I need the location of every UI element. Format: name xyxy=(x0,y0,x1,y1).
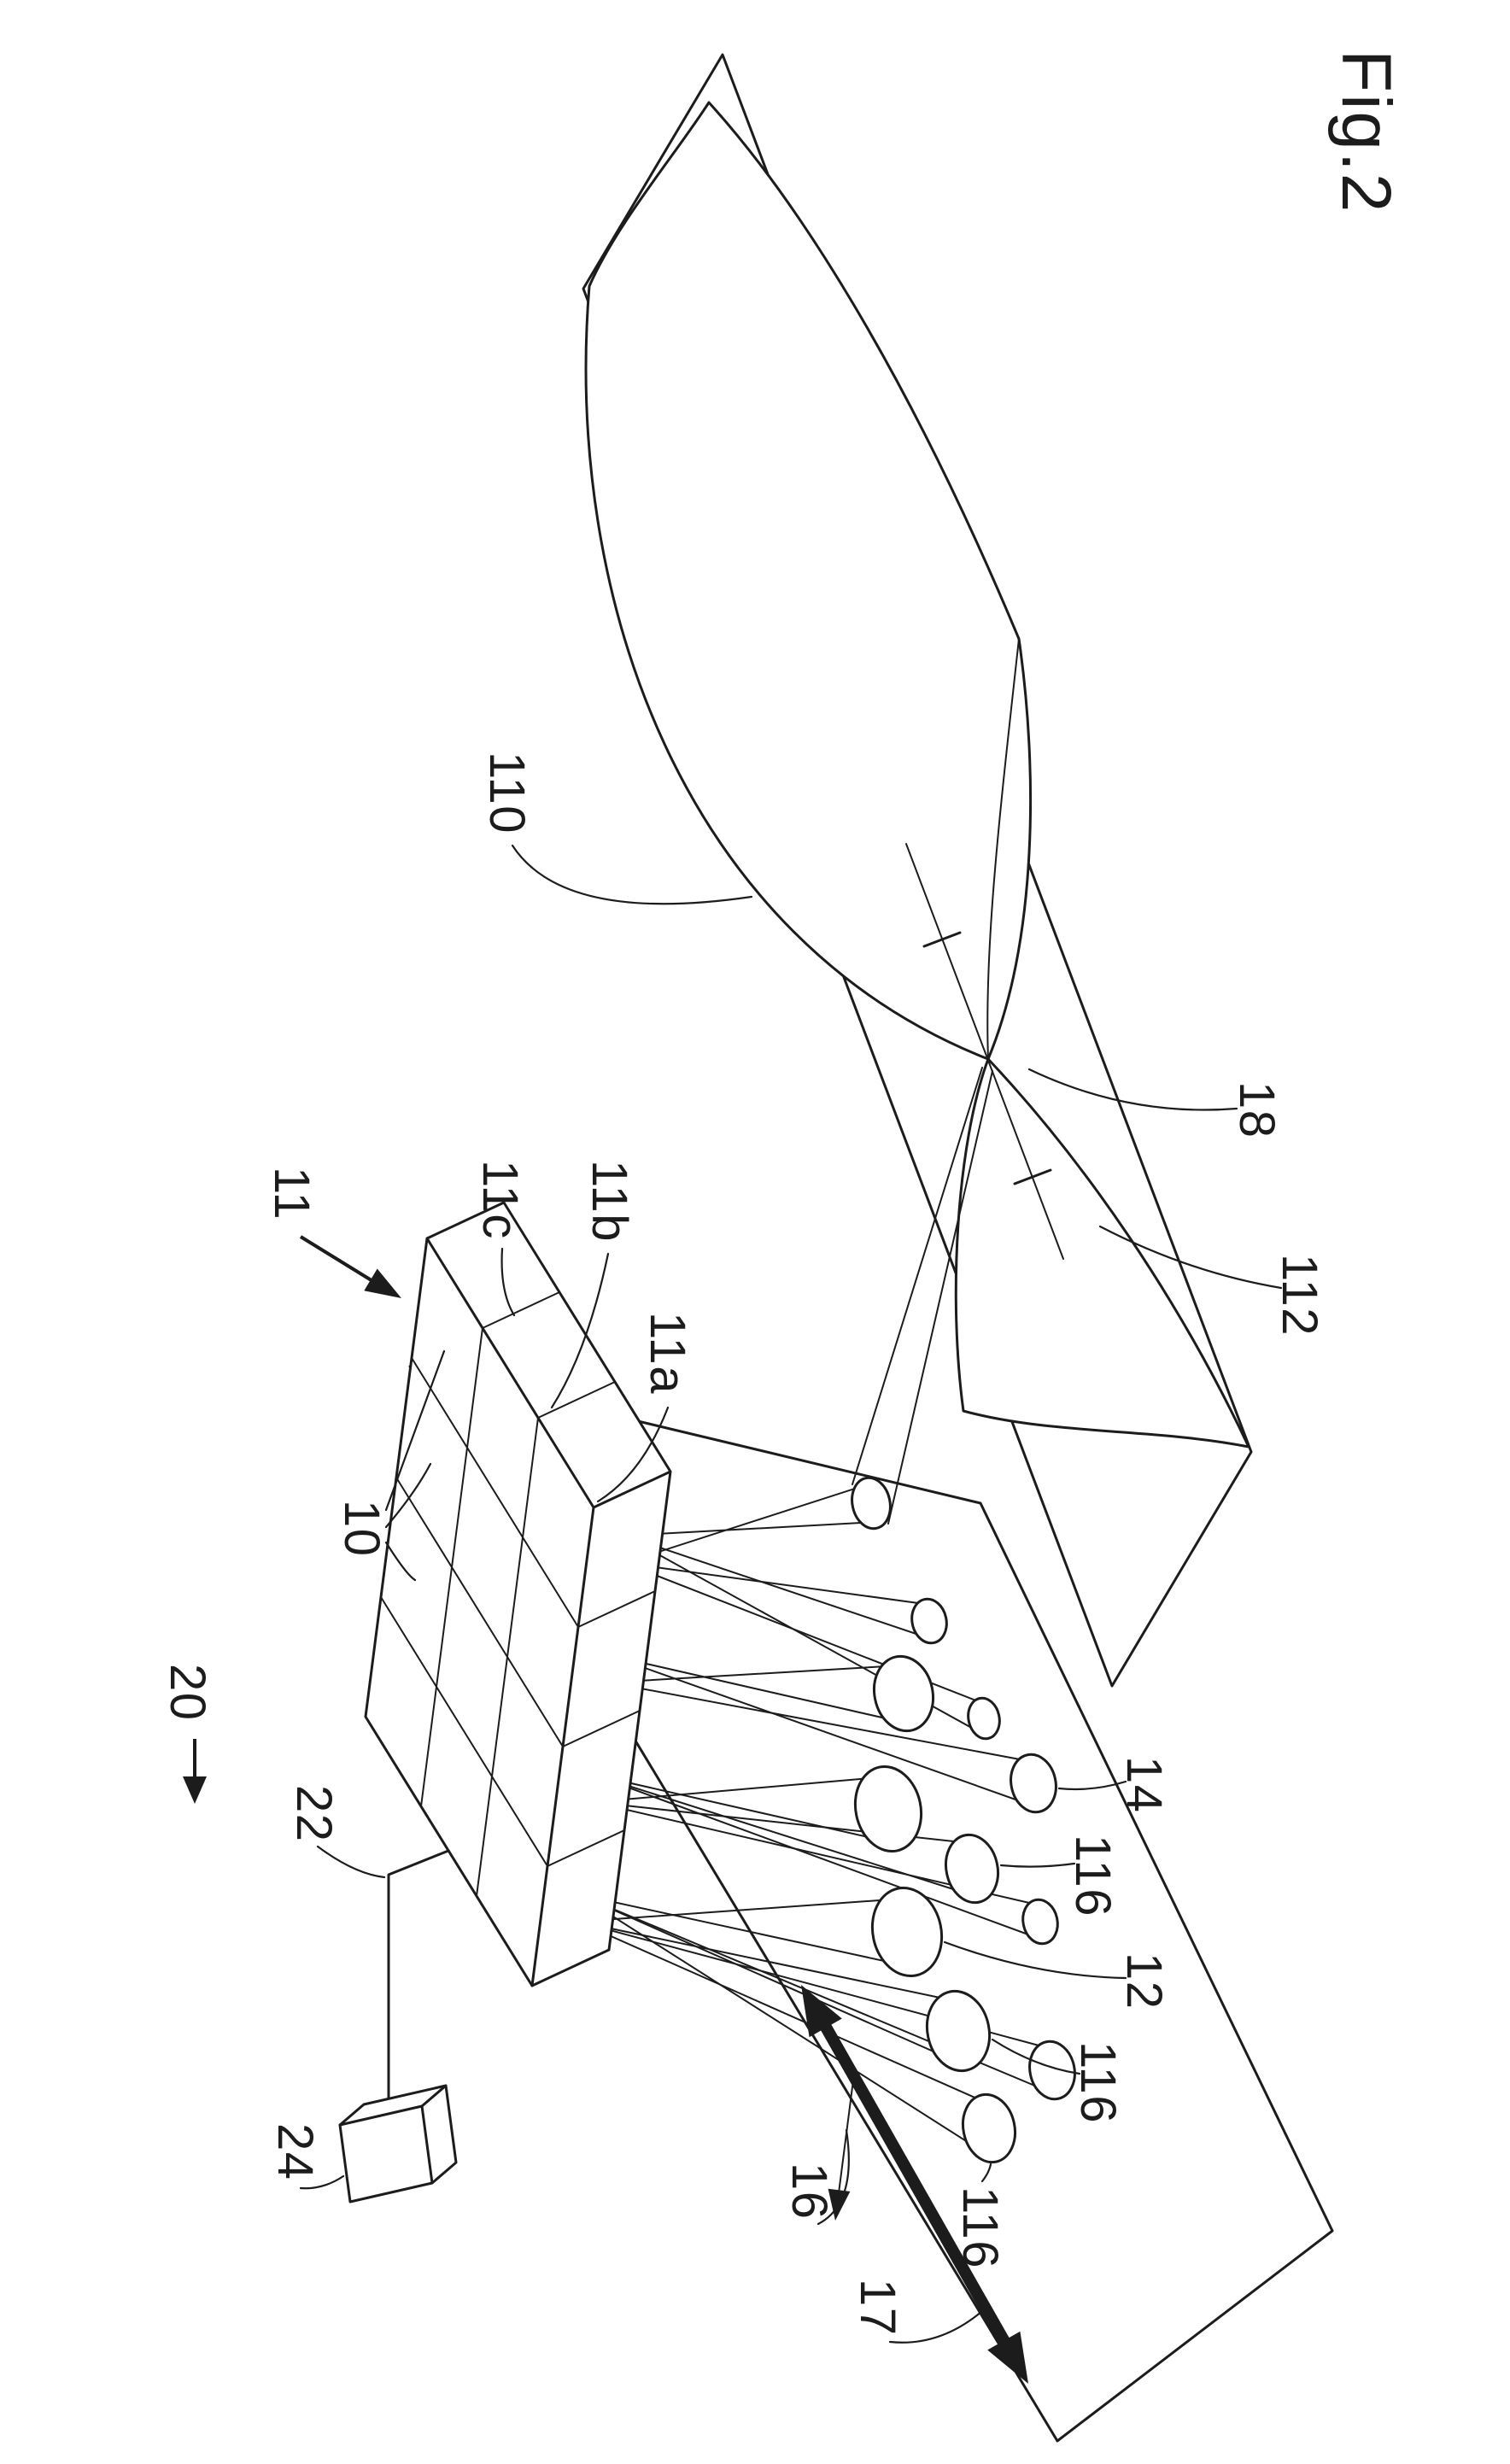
leader-116-top xyxy=(999,1862,1076,1868)
beam-spot-ellipse xyxy=(944,1833,1000,1905)
scan-arrow-17-shaft xyxy=(818,2021,1012,2348)
ref-label-116-top: 116 xyxy=(1065,1835,1121,1917)
beam-spot-ellipse xyxy=(1028,2040,1076,2101)
emitter-array-outline xyxy=(364,1201,672,1987)
leader-11b xyxy=(550,1252,610,1409)
focused-beam-ray xyxy=(852,1067,983,1485)
reference-labels: Fig.2 110 11 11c 11b 11a 10 20 22 24 18 … xyxy=(160,50,1405,2337)
light-ray xyxy=(608,1654,902,1723)
leader-110 xyxy=(511,844,753,905)
arrows xyxy=(183,1235,1028,2384)
ref-label-17: 17 xyxy=(850,2279,905,2337)
emitter-array-11 xyxy=(364,1201,672,1987)
leader-18 xyxy=(1027,1068,1238,1111)
focused-beam-ray xyxy=(887,1070,993,1525)
ref-label-116-mid: 116 xyxy=(1070,2041,1126,2124)
light-ray xyxy=(608,1654,1033,1806)
beam-spot-ellipse xyxy=(873,1654,934,1733)
beam-spot-ellipse xyxy=(1021,1898,1059,1946)
light-ray xyxy=(577,1893,904,1966)
leader-10-c xyxy=(384,1541,417,1582)
leader-10-b xyxy=(384,1462,432,1529)
light-ray xyxy=(593,1774,887,1842)
ref-label-16: 16 xyxy=(781,2163,837,2221)
ref-label-14: 14 xyxy=(1116,1756,1172,1814)
beam-spot-ellipse xyxy=(967,1696,1001,1741)
focused-beam xyxy=(852,1067,993,1525)
beam-spot-ellipse xyxy=(910,1597,948,1645)
light-ray xyxy=(623,1562,928,1606)
control-unit-24 xyxy=(338,2084,458,2204)
figure-caption: Fig.2 xyxy=(1327,50,1405,214)
beam-spot-ellipse xyxy=(851,1476,892,1530)
leader-11a xyxy=(596,1406,670,1503)
focal-line-18 xyxy=(905,843,1064,1260)
ref-label-24: 24 xyxy=(267,2123,323,2181)
light-ray xyxy=(593,1774,1039,1940)
connection-line-22 xyxy=(387,1849,450,2100)
leader-lines xyxy=(299,844,1283,2344)
control-unit-outline xyxy=(338,2084,458,2204)
light-ray-bundles xyxy=(577,1483,1051,2155)
ref-label-116-bottom: 116 xyxy=(952,2186,1008,2269)
leader-22 xyxy=(316,1845,386,1879)
emitter-array-top-face-lines xyxy=(482,1291,616,1419)
ref-label-11a: 11a xyxy=(640,1312,695,1395)
ref-label-18: 18 xyxy=(1229,1081,1285,1139)
ref-label-22: 22 xyxy=(286,1785,342,1843)
leader-12 xyxy=(943,1940,1127,1980)
beam-spot-ellipse xyxy=(925,1989,992,2073)
control-unit-edges xyxy=(338,2084,448,2185)
curved-sheet-upper xyxy=(584,101,1033,1061)
lens-plane-outline xyxy=(408,1365,1334,2443)
curved-sheet-upper-thickness-line xyxy=(986,638,1020,1060)
ref-label-112: 112 xyxy=(1272,1254,1327,1337)
leader-112 xyxy=(1098,1225,1283,1290)
light-ray xyxy=(608,1665,902,1683)
emitter-array-end-face-lines xyxy=(547,1590,656,1867)
focal-line-tick-upper xyxy=(922,931,962,948)
beam-spot-ellipse xyxy=(1010,1753,1057,1814)
leader-16 xyxy=(816,2128,850,2226)
light-ray xyxy=(577,1893,987,2155)
emitter-array-row-lines xyxy=(380,1357,579,1867)
beam-spot-ellipse xyxy=(961,2092,1017,2164)
leader-116-bottom xyxy=(980,2163,992,2183)
beam-spot-ellipses xyxy=(851,1476,1076,2164)
leader-11c xyxy=(500,1247,516,1317)
scan-arrow-17-head-lower xyxy=(987,2331,1028,2384)
focal-line xyxy=(905,843,1064,1260)
leader-10-a xyxy=(384,1349,446,1512)
arrow-11-shaft xyxy=(299,1235,376,1284)
curved-sheet-110 xyxy=(584,101,1250,1449)
beam-spot-ellipse xyxy=(853,1765,923,1853)
arrow-20-head xyxy=(183,1776,207,1804)
leader-14 xyxy=(1057,1780,1127,1791)
ref-label-10: 10 xyxy=(334,1500,389,1558)
light-ray xyxy=(608,1682,1033,1763)
light-ray xyxy=(577,1893,957,2063)
curved-sheet-lower xyxy=(954,1057,1250,1449)
leader-17 xyxy=(888,2309,984,2344)
leader-24 xyxy=(299,2174,345,2190)
ref-label-11: 11 xyxy=(264,1167,319,1220)
ref-label-11b: 11b xyxy=(582,1160,637,1243)
leader-116-mid xyxy=(991,2038,1081,2075)
light-ray xyxy=(577,1921,987,2104)
ref-label-12: 12 xyxy=(1116,1952,1172,2010)
light-ray xyxy=(593,1776,887,1803)
focal-line-tick-lower xyxy=(1013,1168,1052,1185)
ref-label-110: 110 xyxy=(479,752,535,834)
light-ray xyxy=(623,1535,928,1639)
beam-spot-ellipse xyxy=(870,1886,944,1978)
arrow-11-head xyxy=(364,1268,401,1298)
ref-label-20: 20 xyxy=(160,1664,215,1722)
ref-label-11c: 11c xyxy=(472,1160,528,1240)
scan-arrow-17-head-upper xyxy=(801,1985,842,2038)
lens-plane xyxy=(408,1365,1334,2443)
light-ray xyxy=(623,1521,870,1536)
